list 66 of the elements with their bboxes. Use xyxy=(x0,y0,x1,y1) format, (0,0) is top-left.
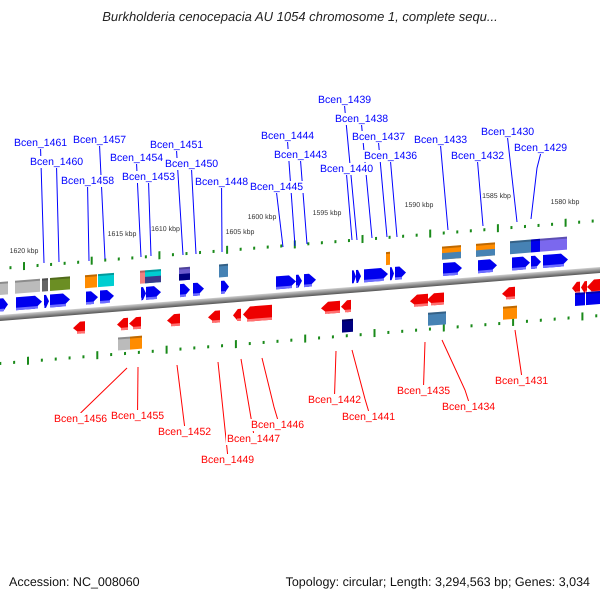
leader-line xyxy=(87,186,90,262)
gene-label: Bcen_1458 xyxy=(60,175,116,187)
title: Burkholderia cenocepacia AU 1054 chromosome 1, complete sequ... xyxy=(101,9,499,24)
leader-line xyxy=(334,350,336,394)
leader-line xyxy=(262,358,278,420)
gene-label: Bcen_1443 xyxy=(273,149,328,161)
gene-label: Bcen_1446 xyxy=(250,419,306,431)
leader-line xyxy=(176,150,184,256)
leader-line xyxy=(442,340,470,402)
leader-line xyxy=(344,106,358,240)
gene-label: Bcen_1454 xyxy=(109,152,164,164)
leader-line xyxy=(148,182,152,256)
leader-line xyxy=(378,142,388,238)
leader-line xyxy=(240,358,254,434)
leader-line xyxy=(477,162,484,226)
leader-line xyxy=(514,330,522,376)
leader-line xyxy=(99,146,106,260)
leader-line xyxy=(300,160,308,244)
gene-label: Bcen_1450 xyxy=(164,158,220,170)
gene-label: Bcen_1438 xyxy=(334,113,390,125)
gene-label: Bcen_1437 xyxy=(351,131,406,143)
gene-label: Bcen_1455 xyxy=(110,410,166,422)
gene-label: Bcen_1442 xyxy=(307,394,362,406)
leader-line xyxy=(137,366,138,410)
gene-label: Bcen_1430 xyxy=(480,126,536,138)
leader-line xyxy=(218,362,228,454)
leader-line xyxy=(390,162,398,238)
leader-line xyxy=(56,168,60,262)
genome-info-text: Topology: circular; Length: 3,294,563 bp; Genes: 3,034 xyxy=(286,575,590,590)
gene-label: Bcen_1440 xyxy=(319,163,374,175)
leader-line xyxy=(136,164,142,258)
accession-text: Accession: NC_008060 xyxy=(9,575,140,590)
gene-label: Bcen_1445 xyxy=(249,181,304,193)
gene-label: Bcen_1444 xyxy=(260,130,316,142)
gene-label: Bcen_1439 xyxy=(317,94,372,106)
leader-line xyxy=(287,142,296,246)
leader-line xyxy=(423,342,426,386)
leader-line xyxy=(530,154,542,220)
gene-label: Bcen_1451 xyxy=(149,139,204,151)
gene-label: Bcen_1433 xyxy=(413,134,468,146)
gene-label: Bcen_1434 xyxy=(441,401,496,413)
leader-line xyxy=(352,350,370,412)
gene-label: Bcen_1436 xyxy=(363,150,418,162)
gene-label: Bcen_1449 xyxy=(200,454,256,466)
gene-label: Bcen_1456 xyxy=(53,413,108,425)
leader-line xyxy=(191,170,196,254)
gene-label: Bcen_1447 xyxy=(226,433,282,445)
gene-label: Bcen_1452 xyxy=(157,426,212,438)
leader-line xyxy=(176,364,186,426)
gene-label: Bcen_1432 xyxy=(450,150,506,162)
leader-line xyxy=(80,368,128,414)
leader-line xyxy=(507,138,518,222)
leader-line xyxy=(276,192,284,248)
leader-line xyxy=(40,148,44,264)
gene-label: Bcen_1448 xyxy=(194,176,250,188)
gene-label: Bcen_1431 xyxy=(494,375,550,387)
gene-label: Bcen_1435 xyxy=(396,385,452,397)
gene-label: Bcen_1461 xyxy=(13,137,68,149)
gene-label: Bcen_1460 xyxy=(29,156,84,168)
leader-line xyxy=(221,188,222,252)
gene-label: Bcen_1453 xyxy=(121,171,176,183)
gene-label: Bcen_1429 xyxy=(513,142,568,154)
gene-label: Bcen_1457 xyxy=(72,134,128,146)
leader-line xyxy=(346,174,352,240)
gene-label: Bcen_1441 xyxy=(341,411,396,423)
leader-line xyxy=(440,146,448,230)
